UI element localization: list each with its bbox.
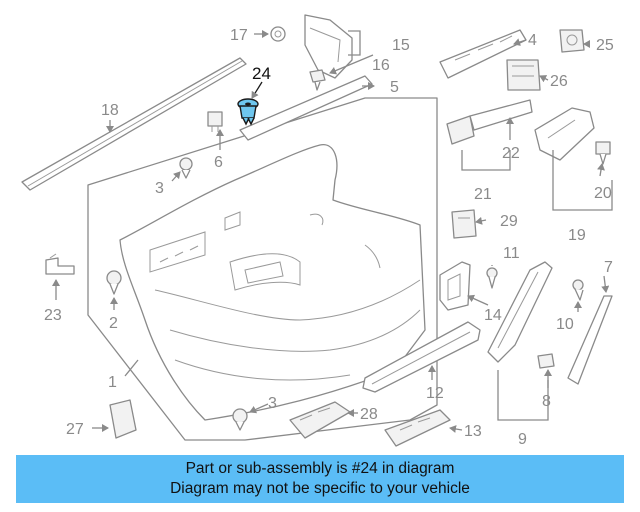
banner-line-1: Part or sub-assembly is #24 in diagram: [185, 460, 455, 477]
callout-1: 1: [108, 374, 117, 391]
callout-3-upper: 3: [155, 180, 164, 197]
switch-26: [506, 59, 541, 91]
callout-19: 19: [568, 227, 586, 244]
banner-line-2: Diagram may not be specific to your vehi…: [170, 480, 470, 497]
callout-12: 12: [426, 385, 444, 402]
callout-28: 28: [360, 406, 378, 423]
info-banner: Part or sub-assembly is #24 in diagram D…: [16, 455, 624, 503]
callout-6: 6: [214, 154, 223, 171]
callout-11: 11: [503, 245, 520, 262]
clip-20: [595, 141, 611, 165]
callout-23: 23: [44, 307, 62, 324]
callout-26: 26: [550, 73, 568, 90]
clip-23: [45, 253, 75, 275]
callout-4: 4: [528, 32, 537, 49]
callout-13: 13: [464, 423, 482, 440]
callout-14: 14: [484, 307, 502, 324]
screw-2: [106, 270, 122, 295]
retainer-clip-24: [237, 98, 259, 126]
callout-21: 21: [474, 186, 492, 203]
switch-25: [559, 29, 585, 53]
callout-9: 9: [518, 431, 527, 448]
mirror-cover: [304, 14, 353, 79]
door-trim-panel: [87, 97, 438, 441]
trim-strip-7: [567, 295, 613, 385]
speaker-grille-27: [109, 399, 137, 439]
callout-29: 29: [500, 213, 518, 230]
callout-24: 24: [252, 64, 271, 83]
belt-weatherstrip: [21, 57, 247, 191]
clip-8: [537, 353, 555, 369]
callout-labels: 1 2 3 3 4 5 6 7 8 9 10 11 12 13 14 15 16…: [44, 27, 614, 448]
switch-pack-13: [384, 409, 451, 447]
callout-8: 8: [542, 393, 551, 410]
pillar-trim-9: [487, 261, 553, 363]
callout-18: 18: [101, 102, 119, 119]
switch-29: [451, 209, 477, 239]
callout-3-lower: 3: [268, 395, 277, 412]
callout-2: 2: [109, 315, 118, 332]
parts-diagram: 1 2 3 3 4 5 6 7 8 9 10 11 12 13 14 15 16…: [21, 14, 614, 448]
callout-22: 22: [502, 145, 520, 162]
leader-lines: [52, 30, 613, 433]
screw-11: [486, 267, 498, 289]
callout-10: 10: [556, 316, 574, 333]
callout-7: 7: [604, 259, 613, 276]
armrest-trim-12: [362, 321, 481, 393]
callout-16: 16: [372, 57, 390, 74]
callout-17: 17: [230, 27, 248, 44]
handle-22: [469, 99, 533, 131]
grab-handle-19: [534, 107, 595, 161]
clip-6: [207, 111, 223, 132]
clip-17: [270, 26, 286, 42]
handle-bezel-21: [446, 115, 475, 145]
callout-20: 20: [594, 185, 612, 202]
callout-27: 27: [66, 421, 84, 438]
push-pin-3-upper: [179, 157, 193, 179]
mirror-clip: [309, 69, 326, 91]
bezel-14: [439, 261, 471, 311]
push-pin-3-lower: [232, 408, 248, 431]
callout-15: 15: [392, 37, 410, 54]
callout-25: 25: [596, 37, 614, 54]
callout-5: 5: [390, 79, 399, 96]
screw-10: [572, 279, 584, 301]
